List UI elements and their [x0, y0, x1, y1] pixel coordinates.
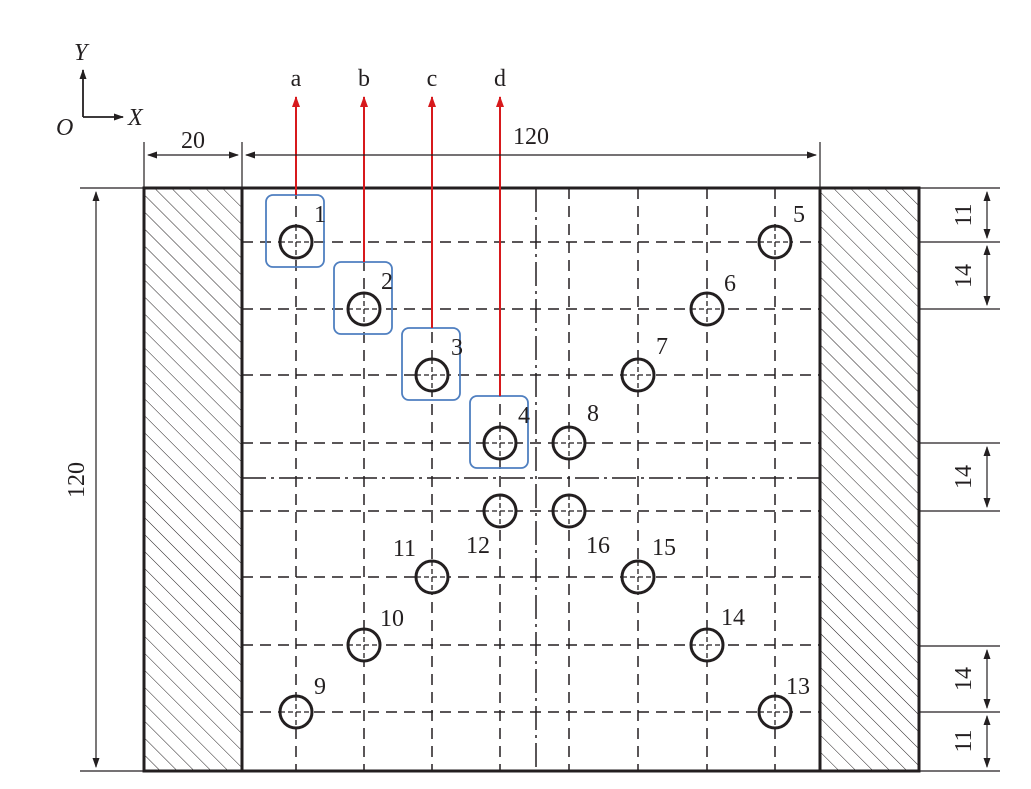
right-hatched-clamp [820, 188, 919, 771]
tool-paths: a b c d [291, 66, 506, 396]
hole-label-5: 5 [793, 202, 805, 228]
outer-border [142, 186, 921, 773]
dim-120-height-label: 120 [64, 462, 90, 498]
hole-13: 13 [757, 674, 810, 730]
hole-label-2: 2 [381, 269, 393, 295]
hole-label-7: 7 [656, 334, 668, 360]
hole-label-9: 9 [314, 674, 326, 700]
hole-label-12: 12 [466, 533, 490, 559]
dim-14-mid-label: 14 [951, 465, 977, 489]
hole-6: 6 [689, 271, 736, 327]
hole-label-6: 6 [724, 271, 736, 297]
hole-8: 8 [551, 401, 599, 461]
hole-14: 14 [689, 605, 745, 663]
hole-grid-lines [242, 188, 820, 771]
dim-14-bottom-label: 14 [951, 667, 977, 691]
hole-label-13: 13 [786, 674, 810, 700]
dim-14-top-label: 14 [951, 264, 977, 288]
hole-label-11: 11 [393, 536, 416, 562]
origin-label: O [56, 115, 73, 141]
hole-15: 15 [620, 535, 676, 595]
hole-2: 2 [346, 269, 393, 327]
hole-label-14: 14 [721, 605, 745, 631]
center-lines [242, 188, 820, 771]
hole-5: 5 [757, 202, 805, 260]
hole-12: 12 [466, 493, 518, 559]
dimension-labels: 20 120 120 11 14 14 14 11 [64, 124, 977, 753]
hole-16: 16 [551, 493, 610, 559]
dimension-lines [80, 142, 1000, 772]
left-hatched-clamp [144, 188, 242, 771]
dim-120-width-label: 120 [513, 124, 549, 150]
hole-9: 9 [278, 674, 326, 730]
y-axis-label: Y [74, 40, 90, 66]
hole-label-1: 1 [314, 202, 326, 228]
hole-10: 10 [346, 606, 404, 663]
coordinate-axes: Y X O [56, 40, 144, 141]
hole-label-15: 15 [652, 535, 676, 561]
path-label-a: a [291, 66, 302, 92]
hole-4: 4 [482, 403, 530, 461]
hole-label-10: 10 [380, 606, 404, 632]
path-label-d: d [494, 66, 506, 92]
hole-7: 7 [620, 334, 668, 393]
dim-11-bottom-label: 11 [951, 729, 977, 752]
hole-11: 11 [393, 536, 450, 595]
path-label-c: c [427, 66, 438, 92]
dim-11-top-label: 11 [951, 203, 977, 226]
dim-20-label: 20 [181, 128, 205, 154]
hole-label-8: 8 [587, 401, 599, 427]
path-label-b: b [358, 66, 370, 92]
hole-label-4: 4 [518, 403, 530, 429]
hole-label-16: 16 [586, 533, 610, 559]
hole-1: 1 [278, 202, 326, 260]
x-axis-label: X [127, 105, 144, 131]
hole-3: 3 [414, 335, 463, 393]
plate-outline [142, 186, 921, 773]
hole-label-3: 3 [451, 335, 463, 361]
